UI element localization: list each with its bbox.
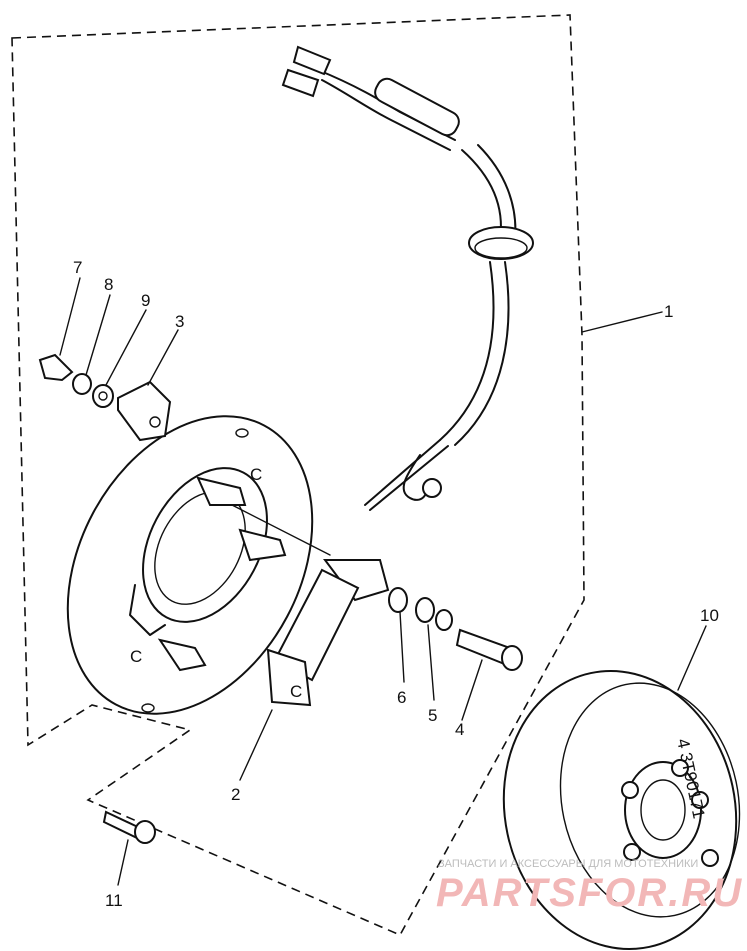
callout-1: 1 (664, 302, 673, 321)
callout-9: 9 (141, 291, 150, 310)
callout-11: 11 (105, 891, 123, 910)
callout-10: 10 (700, 606, 719, 625)
svg-text:C: C (250, 465, 262, 484)
watermark-caption: ЗАПЧАСТИ И АКСЕССУАРЫ ДЛЯ МОТОТЕХНИКИ (438, 858, 698, 870)
callout-8: 8 (104, 275, 113, 294)
watermark-logo: PARTSFOR.RU (436, 871, 743, 915)
callout-7: 7 (73, 258, 82, 277)
screw-11 (102, 810, 156, 844)
callout-5: 5 (428, 706, 437, 725)
small-parts-right (388, 587, 523, 671)
callout-2: 2 (231, 785, 240, 804)
wire-harness (281, 45, 534, 511)
svg-text:C: C (130, 647, 142, 666)
callout-4: 4 (455, 720, 464, 739)
watermark: ЗАПЧАСТИ И АКСЕССУАРЫ ДЛЯ МОТОТЕХНИКИ PA… (436, 858, 743, 915)
leader-lines (59, 277, 707, 886)
svg-text:C: C (290, 682, 302, 701)
callout-labels: 1 2 3 4 5 6 7 8 9 10 11 (73, 258, 719, 910)
callout-3: 3 (175, 312, 184, 331)
ignition-coil: C (266, 559, 390, 707)
assembly-boundary (11, 14, 585, 937)
flywheel: 4 3T90171 (502, 669, 741, 951)
callout-6: 6 (397, 688, 406, 707)
stator-base-plate: C C (66, 415, 331, 715)
small-parts-upper-left (38, 353, 172, 442)
